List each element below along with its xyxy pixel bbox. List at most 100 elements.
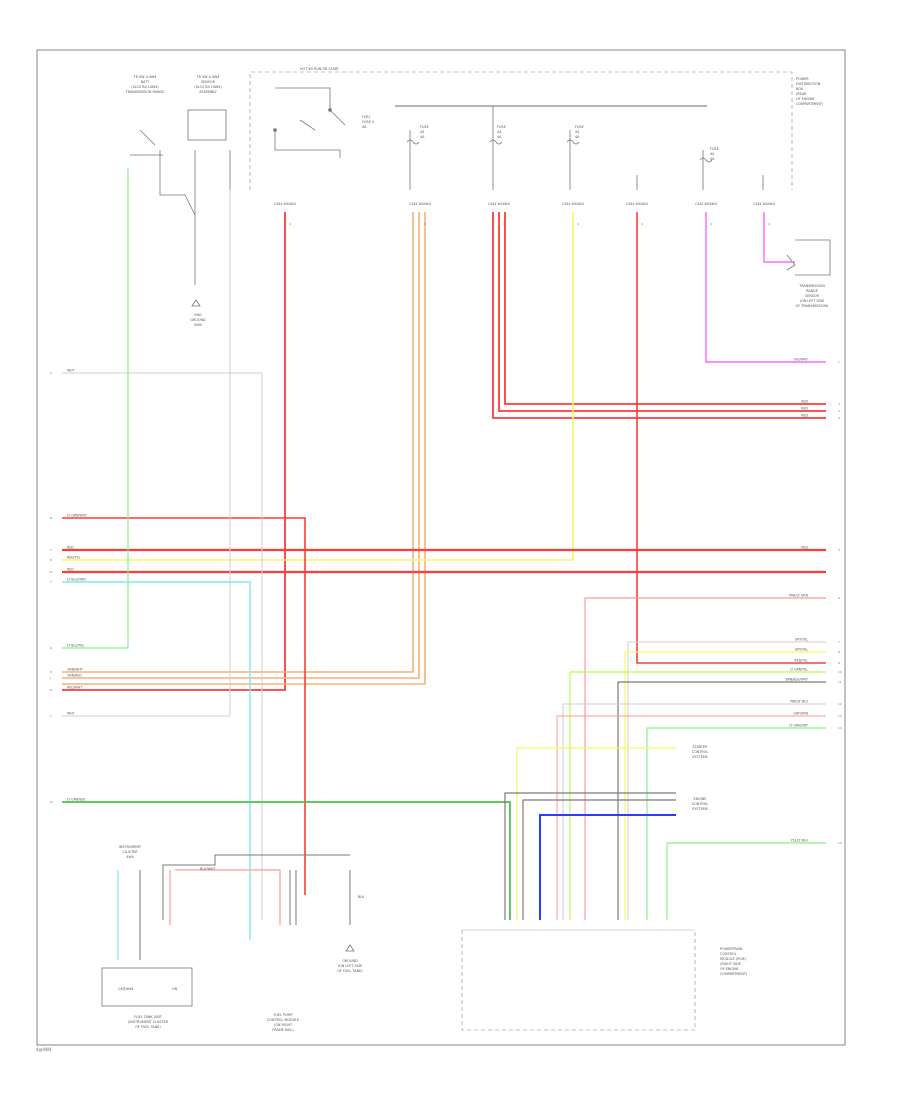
wire-gray-b bbox=[617, 681, 826, 920]
wire-index: 14 bbox=[838, 726, 842, 730]
wire-white-a bbox=[62, 372, 263, 920]
connector-code: C444 W44W4 bbox=[695, 202, 717, 206]
fuse-label: 44 bbox=[710, 152, 714, 156]
pcm-outline bbox=[461, 930, 696, 1031]
wire-label: RED bbox=[67, 546, 74, 550]
fuse-label: 4A bbox=[362, 125, 367, 129]
wire-index: 1 bbox=[838, 360, 840, 364]
wire-index: F bbox=[50, 580, 52, 584]
component-label-pcm: OF ENGINE bbox=[720, 967, 739, 971]
power-distribution-box-label: DISTRIBUTION bbox=[796, 82, 821, 86]
wire-index: 7 bbox=[838, 640, 840, 644]
component-label-range-sensor: (ON LEFT SIDE bbox=[800, 299, 825, 303]
wire-red-g bbox=[636, 212, 826, 664]
wire-label: GRY/ORN bbox=[793, 712, 808, 716]
component-label-transmission-range: (SLC0 B4 L4W4) bbox=[131, 85, 159, 89]
component-label-range-sensor: SENSOR bbox=[805, 294, 820, 298]
fuse-symbols bbox=[406, 106, 764, 190]
wire-index: 6 bbox=[838, 596, 840, 600]
wire-red-connector1 bbox=[62, 212, 286, 691]
wire-yellow bbox=[62, 212, 574, 561]
wire-index: 5 bbox=[838, 548, 840, 552]
connector-code: C444 W44W4 bbox=[274, 202, 296, 206]
wire-white-b bbox=[62, 190, 231, 717]
connector-code: C444 W44W4 bbox=[626, 202, 648, 206]
component-label-ground: GROUND bbox=[342, 959, 358, 963]
fuse-label: 44 bbox=[497, 130, 501, 134]
page-code: 4@4W4 bbox=[36, 1047, 52, 1052]
wire-pink-d bbox=[175, 869, 281, 925]
wire-index: A bbox=[50, 371, 53, 375]
component-label-engine-ground: 4W4 bbox=[194, 323, 202, 327]
fuse-label: 4A bbox=[575, 135, 580, 139]
connector-pin: 4 bbox=[641, 222, 643, 226]
component-label-sensor: SENSOR bbox=[201, 80, 216, 84]
wire-green-long bbox=[62, 801, 511, 920]
wire-label: WHT bbox=[67, 712, 75, 716]
wire-label: VIO/WHT bbox=[794, 358, 808, 362]
transmission-sensor-box bbox=[187, 109, 227, 141]
wire-lt-green-b bbox=[646, 727, 826, 920]
wire-label: RED bbox=[801, 407, 808, 411]
wire-layer bbox=[62, 168, 826, 960]
label-engine-control: SYSTEMS bbox=[692, 807, 708, 811]
wire-label: LT GRN/BLK bbox=[67, 798, 86, 802]
wire-label: RED bbox=[801, 414, 808, 418]
component-label-sensor: ASSEMBLY bbox=[199, 90, 217, 94]
connector-code: C444 W44W4 bbox=[753, 202, 775, 206]
wire-index: K bbox=[50, 688, 53, 692]
component-label-ground: (ON LEFT SIDE bbox=[338, 964, 363, 968]
wire-index: 11 bbox=[838, 680, 842, 684]
fuse-label: FUSE bbox=[575, 125, 584, 129]
wire-label: RED/YEL bbox=[67, 556, 81, 560]
fuel-tank-inner: ON bbox=[172, 987, 178, 991]
label-starter-control: STARTER bbox=[693, 745, 709, 749]
wire-gray-c bbox=[562, 703, 826, 920]
wire-label: RED/WHT bbox=[67, 686, 82, 690]
fuse-label: FUSE bbox=[710, 147, 719, 151]
fuse-label: 4A bbox=[497, 135, 502, 139]
component-label-instrument-cluster: INSTRUMENT bbox=[119, 845, 142, 849]
wire-index: 15 bbox=[838, 841, 842, 845]
wire-red-h3 bbox=[62, 517, 306, 895]
fuse-label: FUSE 4 bbox=[362, 120, 374, 124]
wire-gray-d bbox=[504, 792, 676, 920]
component-label-pcm: (RIGHT SIDE bbox=[720, 962, 741, 966]
wire-red-d bbox=[492, 212, 826, 419]
wire-index: C bbox=[50, 548, 52, 552]
component-label-ground: OF FUEL TANK) bbox=[337, 969, 363, 973]
wire-label: LT BLU/YEL bbox=[67, 644, 84, 648]
wire-lime bbox=[569, 671, 826, 920]
fuse-label: 44 bbox=[420, 130, 424, 134]
wire-index: H bbox=[50, 670, 52, 674]
connector-code: C444 W44W4 bbox=[409, 202, 431, 206]
wire-label: YEL/LT BLU bbox=[791, 839, 809, 843]
connector-pin: 4 bbox=[289, 222, 291, 226]
wire-lt-green bbox=[62, 168, 129, 649]
wire-label: WHT bbox=[67, 369, 75, 373]
power-distribution-box-label: (REAR bbox=[796, 92, 807, 96]
fuse-label: FUSE bbox=[497, 125, 506, 129]
wire-label: LT BLU/ORN bbox=[67, 578, 86, 582]
wire-index: 3 bbox=[838, 409, 840, 413]
wire-index: 2 bbox=[838, 402, 840, 406]
wire-label: GRY/YEL bbox=[795, 638, 808, 642]
wire-magenta bbox=[705, 212, 826, 363]
connector-pin: 4 bbox=[577, 222, 579, 226]
label-starter-control: SYSTEMS bbox=[692, 755, 708, 759]
small-wire-label: BLK bbox=[358, 895, 365, 899]
component-label-sensor: TR SW 4.4W4 bbox=[196, 75, 220, 79]
fuse-label: 44 bbox=[575, 130, 579, 134]
component-label-range-sensor: OF TRANSMISSION) bbox=[796, 304, 829, 308]
wire-index: 8 bbox=[838, 650, 840, 654]
wire-label: LT GRN/YEL bbox=[790, 668, 808, 672]
ground-symbols bbox=[345, 944, 355, 952]
component-label-sensor: (SLC0 B4 L4W4) bbox=[194, 85, 222, 89]
wire-index: B bbox=[50, 516, 52, 520]
wire-orange-a bbox=[62, 212, 414, 673]
power-distribution-box-label: POWER bbox=[796, 77, 809, 81]
wire-gray-e bbox=[522, 799, 676, 920]
label-starter-control: CONTROL bbox=[692, 750, 709, 754]
top-left-switch-wiring bbox=[130, 129, 231, 307]
